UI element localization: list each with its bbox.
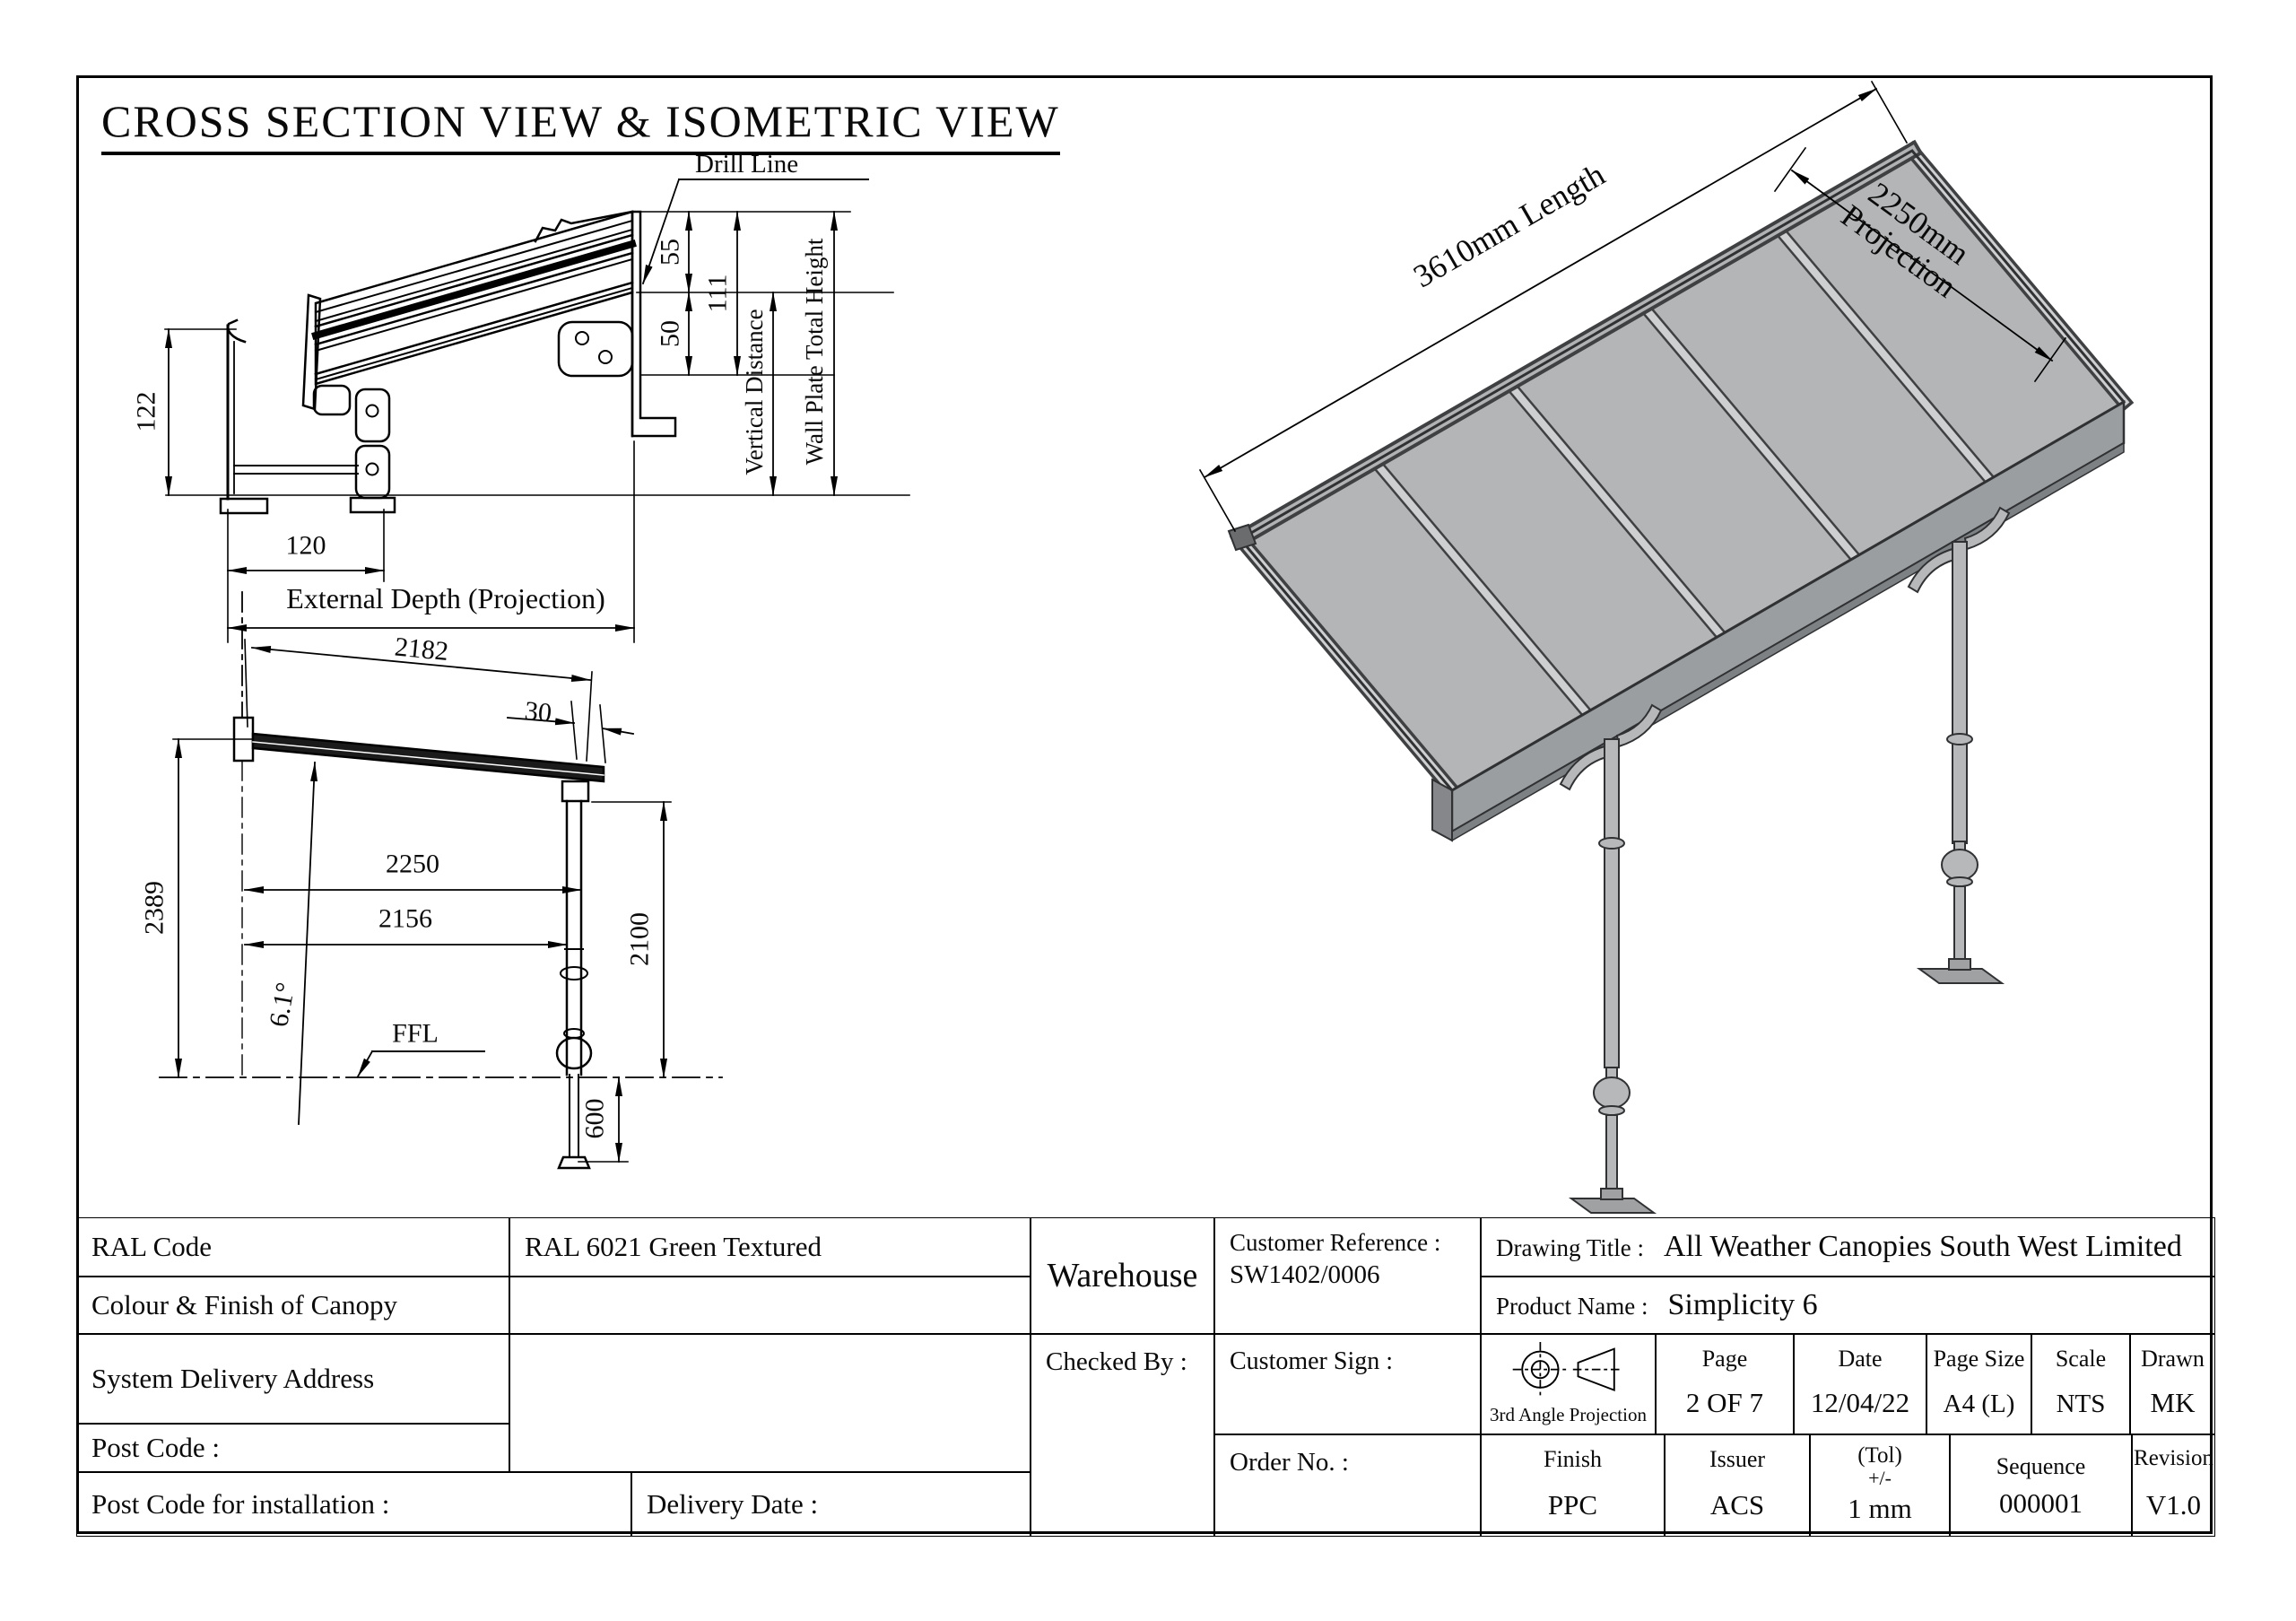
post-code-installation-cell: Post Code for installation : — [76, 1472, 631, 1537]
order-no-cell[interactable]: Order No. : — [1214, 1434, 1481, 1537]
warehouse-cell: Warehouse — [1031, 1217, 1214, 1334]
post-code-label-cell: Post Code : — [76, 1424, 509, 1472]
ral-code-value-cell[interactable]: RAL 6021 Green Textured — [509, 1217, 1031, 1277]
sheet-border — [76, 75, 2213, 1534]
drawing-title-cell: Drawing Title : All Weather Canopies Sou… — [1481, 1217, 2215, 1277]
dim-2182: 2182 — [393, 632, 450, 667]
dim-2156: 2156 — [378, 903, 432, 934]
dim-122: 122 — [131, 391, 161, 432]
page-title: CROSS SECTION VIEW & ISOMETRIC VIEW — [101, 95, 1060, 155]
dim-2389: 2389 — [139, 881, 170, 935]
page-size-cell: Page Size A4 (L) — [1926, 1334, 2031, 1434]
sequence-cell: Sequence 000001 — [1950, 1434, 2132, 1537]
dim-111: 111 — [702, 274, 733, 313]
dim-50: 50 — [655, 320, 685, 347]
ral-code-label-cell: RAL Code — [76, 1217, 509, 1277]
side-elevation-drawing — [159, 591, 723, 1170]
third-angle-projection-icon — [1512, 1342, 1621, 1398]
dim-120: 120 — [285, 530, 326, 561]
drawn-cell: Drawn MK — [2130, 1334, 2215, 1434]
checked-by-cell[interactable]: Checked By : — [1031, 1334, 1214, 1537]
colour-finish-value-cell[interactable] — [509, 1277, 1031, 1334]
system-delivery-label-cell: System Delivery Address — [76, 1334, 509, 1424]
product-name-cell: Product Name : Simplicity 6 — [1481, 1277, 2215, 1334]
vertical-distance-label: Vertical Distance — [740, 309, 768, 475]
cross-section-drawing — [164, 178, 910, 643]
third-angle-projection-cell: 3rd Angle Projection — [1481, 1334, 1656, 1434]
dim-600: 600 — [579, 1098, 610, 1139]
customer-reference-cell[interactable]: Customer Reference : SW1402/0006 — [1214, 1217, 1481, 1334]
date-cell: Date 12/04/22 — [1794, 1334, 1926, 1434]
colour-finish-label-cell: Colour & Finish of Canopy — [76, 1277, 509, 1334]
dim-30: 30 — [523, 695, 553, 728]
wall-plate-total-height-label: Wall Plate Total Height — [800, 238, 828, 466]
system-delivery-value-cell[interactable] — [509, 1334, 1031, 1472]
delivery-date-cell[interactable]: Delivery Date : — [631, 1472, 1031, 1537]
tolerance-cell: (Tol) +/- 1 mm — [1810, 1434, 1950, 1537]
issuer-cell: Issuer ACS — [1665, 1434, 1810, 1537]
isometric-drawing — [1198, 80, 2135, 1214]
scale-cell: Scale NTS — [2031, 1334, 2130, 1434]
page-cell: Page 2 OF 7 — [1656, 1334, 1794, 1434]
customer-sign-cell[interactable]: Customer Sign : — [1214, 1334, 1481, 1434]
ffl-label: FFL — [392, 1018, 439, 1049]
dim-2250: 2250 — [386, 849, 439, 879]
revision-cell: Revision V1.0 — [2132, 1434, 2215, 1537]
drill-line-label: Drill Line — [695, 149, 799, 179]
finish-cell: Finish PPC — [1481, 1434, 1665, 1537]
external-depth-label: External Depth (Projection) — [286, 582, 605, 615]
dim-55: 55 — [655, 239, 685, 266]
dim-2100: 2100 — [624, 912, 655, 966]
